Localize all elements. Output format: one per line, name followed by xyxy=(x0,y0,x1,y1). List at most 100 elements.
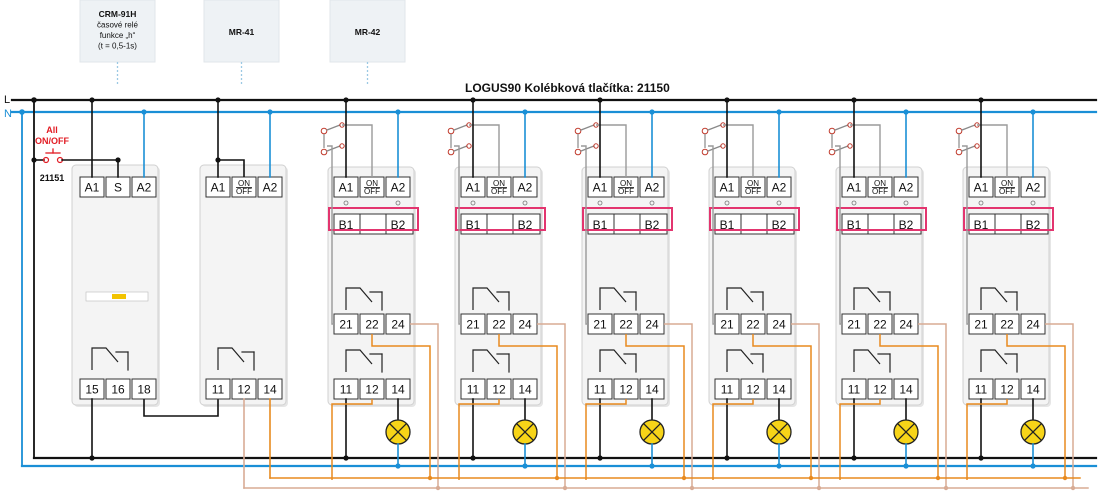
terminal-label: 14 xyxy=(645,383,659,397)
mr42-module-6 xyxy=(962,166,1050,406)
mr42-1-rocker-top xyxy=(320,127,328,135)
callout-crm-box xyxy=(79,0,156,63)
mr42-3-rocker-top xyxy=(574,127,582,135)
terminal-label: 11 xyxy=(975,383,988,397)
junction-dot xyxy=(267,109,273,115)
mr42-3-bus-frame xyxy=(582,207,673,231)
terminal-label: 21 xyxy=(466,318,480,332)
terminal-cell xyxy=(105,378,131,400)
mr42-5-contact-1 xyxy=(853,349,881,372)
mr42-3-grey-21 xyxy=(581,145,588,325)
mr42-3-rocker-bottom xyxy=(593,143,599,149)
crm-display-led xyxy=(112,294,126,299)
terminal-label: 22 xyxy=(365,318,379,332)
mr42-2-contact-1 xyxy=(472,349,500,372)
mr42-4-b1-label: B1 xyxy=(720,218,735,232)
junction-dot xyxy=(89,97,95,103)
l-bus-label: L xyxy=(4,94,10,106)
mr42-5-rocker-bottom xyxy=(847,143,853,149)
terminal-label: A2 xyxy=(263,181,278,195)
mr42-3-rocker-top xyxy=(580,124,595,131)
junction-dot xyxy=(141,109,147,115)
mr42-3-24-salmon xyxy=(664,323,693,488)
terminal-label: A1 xyxy=(847,181,862,195)
all-onoff-label: ON/OFF xyxy=(35,136,69,146)
mr42-4-rocker-bottom xyxy=(707,145,722,152)
mr41-contact xyxy=(217,347,245,370)
junction-dot xyxy=(19,109,25,115)
mr42-3-22-orange xyxy=(625,334,685,478)
terminal-label: 22 xyxy=(1000,318,1014,332)
diagram-title: LOGUS90 Kolébková tlačítka: 21150 xyxy=(465,81,670,95)
mr42-4-grey-21 xyxy=(708,145,715,325)
junction-dot xyxy=(851,97,857,103)
terminal-cell xyxy=(205,378,231,400)
terminal-label: OFF xyxy=(745,187,761,196)
mr42-5-12-orange xyxy=(839,399,881,480)
mr42-module-1 xyxy=(327,166,415,406)
mr42-5-rocker-bottom xyxy=(834,145,849,152)
terminal-label: 22 xyxy=(746,318,760,332)
mr42-6-12-orange xyxy=(966,399,1008,480)
mr42-3-grey-onoff xyxy=(596,124,627,177)
mr42-4-grey-onoff xyxy=(723,124,754,177)
mr42-5-rocker-bottom xyxy=(828,148,836,156)
terminal-label: 14 xyxy=(263,383,277,397)
terminal-label: 24 xyxy=(518,318,532,332)
callout-crm-text: (t = 0,5-1s) xyxy=(98,42,137,51)
mr42-5-grey-21 xyxy=(835,145,842,325)
terminal-label: 14 xyxy=(391,383,405,397)
terminal-label: ON xyxy=(366,179,378,188)
mr42-3-b1-label: B1 xyxy=(593,218,608,232)
terminal-label: 24 xyxy=(645,318,659,332)
mr42-2-b1-label: B1 xyxy=(466,218,481,232)
mr42-4-led xyxy=(776,200,782,206)
terminal-label: A1 xyxy=(85,181,100,195)
junction-dot xyxy=(851,455,857,461)
n-bus-label: N xyxy=(4,108,12,120)
mr42-4-rocker-bottom xyxy=(720,143,726,149)
mr42-5-grey-onoff xyxy=(850,124,881,177)
junction-dot xyxy=(903,109,909,115)
terminal-label: 22 xyxy=(873,318,887,332)
mr42-3-rocker-bottom xyxy=(580,145,595,152)
mr42-module-5 xyxy=(835,166,923,406)
junction-dot xyxy=(395,109,401,115)
mr42-3-rocker-bottom xyxy=(574,148,582,156)
callout-crm-text: CRM-91H xyxy=(99,9,137,19)
mr42-2-led xyxy=(470,200,476,206)
junction-dot xyxy=(343,455,349,461)
mr42-5-22-orange xyxy=(879,334,939,478)
mr42-6-contact-1 xyxy=(980,349,1008,372)
mr42-4-bus-frame xyxy=(709,207,800,231)
terminal-label: 12 xyxy=(873,383,887,397)
terminal-label: 11 xyxy=(467,383,480,397)
mr42-1-rocker-bottom xyxy=(326,145,341,152)
mr42-3-lamp-cross xyxy=(643,423,661,441)
terminal-label: A2 xyxy=(391,181,406,195)
terminal-label: 24 xyxy=(899,318,913,332)
terminal-label: 12 xyxy=(492,383,506,397)
mr42-2-grey-onoff xyxy=(469,124,500,177)
terminal-label: 21 xyxy=(974,318,988,332)
mr42-1-22-orange xyxy=(371,334,431,478)
mr42-2-b2-label: B2 xyxy=(518,218,533,232)
mr42-6-rocker-top xyxy=(955,127,963,135)
terminal-label: A2 xyxy=(1026,181,1041,195)
mr42-2-24-salmon xyxy=(537,323,566,488)
junction-dot xyxy=(978,455,984,461)
mr42-module-4 xyxy=(708,166,796,406)
mr42-1-led xyxy=(395,200,401,206)
terminal-label: 21 xyxy=(847,318,861,332)
mr41-onoff-wire xyxy=(218,159,245,177)
terminal-label: A2 xyxy=(899,181,914,195)
mr42-4-rocker-bottom xyxy=(701,148,709,156)
junction-dot xyxy=(470,97,476,103)
mr42-6-led xyxy=(978,200,984,206)
terminal-label: ON xyxy=(874,179,886,188)
mr42-6-rocker-top xyxy=(961,124,976,131)
mr42-1-led xyxy=(343,200,349,206)
